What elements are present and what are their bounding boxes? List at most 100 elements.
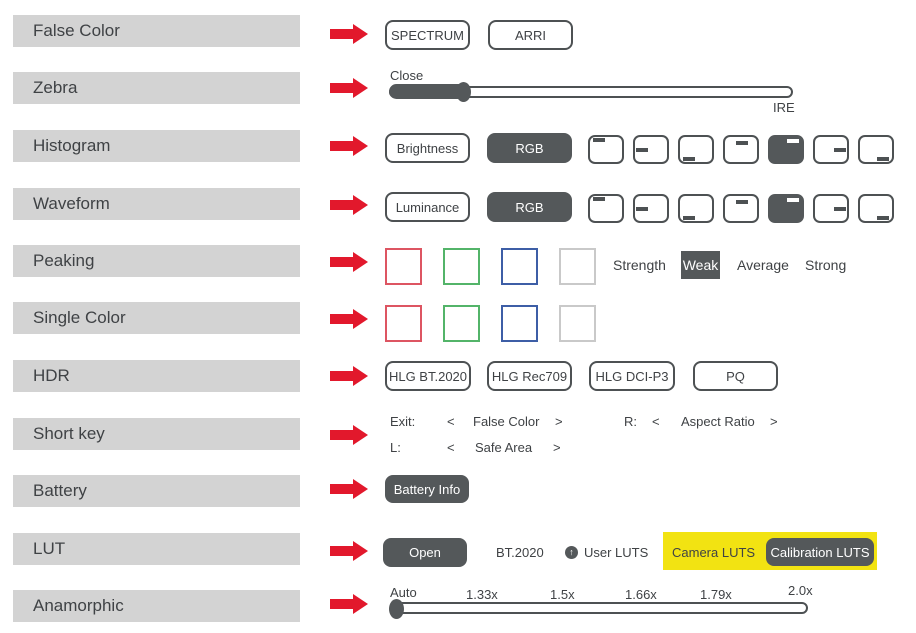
waveform-position-icon-bottom-left[interactable]: [678, 194, 714, 223]
setting-label-short-key: Short key: [13, 418, 300, 450]
dash-mark: [593, 138, 605, 142]
chevron-right-icon[interactable]: >: [770, 414, 778, 429]
waveform-position-icon-top-right-selected[interactable]: [768, 194, 804, 223]
single-color-white[interactable]: [559, 305, 596, 342]
histogram-brightness-button[interactable]: Brightness: [385, 133, 470, 163]
hdr-hlg-dcip3-button[interactable]: HLG DCI-P3: [589, 361, 675, 391]
anamorphic-slider-knob[interactable]: [389, 599, 404, 619]
pointer-arrow-icon: [330, 425, 368, 445]
chevron-left-icon[interactable]: <: [447, 440, 455, 455]
lut-calibration-luts-button[interactable]: Calibration LUTS: [766, 538, 874, 566]
shortkey-r-value: Aspect Ratio: [681, 414, 755, 429]
lut-user-luts-label[interactable]: User LUTS: [584, 545, 649, 560]
single-color-red[interactable]: [385, 305, 422, 342]
peaking-color-blue[interactable]: [501, 248, 538, 285]
histogram-position-icon-middle-left[interactable]: [633, 135, 669, 164]
lut-camera-luts-label[interactable]: Camera LUTS: [672, 545, 756, 560]
shortkey-exit-value: False Color: [473, 414, 540, 429]
setting-label-zebra: Zebra: [13, 72, 300, 104]
shortkey-exit-label: Exit:: [390, 414, 416, 429]
peaking-color-white[interactable]: [559, 248, 596, 285]
hdr-pq-button[interactable]: PQ: [693, 361, 778, 391]
dash-mark: [683, 216, 695, 220]
setting-label-single-color: Single Color: [13, 302, 300, 334]
peaking-strength-average[interactable]: Average: [737, 257, 789, 273]
chevron-right-icon[interactable]: >: [555, 414, 563, 429]
zebra-slider-fill: [389, 84, 467, 99]
dash-mark: [834, 148, 846, 152]
setting-label-histogram: Histogram: [13, 130, 300, 162]
dash-mark: [877, 157, 889, 161]
setting-label-anamorphic: Anamorphic: [13, 590, 300, 622]
anamorphic-slider-track[interactable]: [390, 602, 808, 614]
chevron-left-icon[interactable]: <: [652, 414, 660, 429]
false-color-spectrum-button[interactable]: SPECTRUM: [385, 20, 470, 50]
peaking-strength-strong[interactable]: Strong: [805, 257, 847, 273]
anamorphic-option-133[interactable]: 1.33x: [466, 587, 498, 602]
setting-label-battery: Battery: [13, 475, 300, 507]
histogram-rgb-button[interactable]: RGB: [487, 133, 572, 163]
zebra-unit-label: IRE: [773, 100, 795, 115]
anamorphic-option-179[interactable]: 1.79x: [700, 587, 732, 602]
anamorphic-option-20[interactable]: 2.0x: [788, 583, 813, 598]
histogram-position-icon-top-center[interactable]: [723, 135, 759, 164]
zebra-value-label: Close: [390, 68, 424, 83]
shortkey-r-label: R:: [624, 414, 637, 429]
histogram-position-icon-top-right-selected[interactable]: [768, 135, 804, 164]
waveform-position-icon-bottom-right[interactable]: [858, 194, 894, 223]
setting-label-lut: LUT: [13, 533, 300, 565]
single-color-green[interactable]: [443, 305, 480, 342]
setting-label-peaking: Peaking: [13, 245, 300, 277]
dash-mark: [636, 148, 648, 152]
setting-label-waveform: Waveform: [13, 188, 300, 220]
anamorphic-option-166[interactable]: 1.66x: [625, 587, 657, 602]
battery-info-button[interactable]: Battery Info: [385, 475, 469, 503]
histogram-position-icon-bottom-left[interactable]: [678, 135, 714, 164]
waveform-position-icon-middle-left[interactable]: [633, 194, 669, 223]
anamorphic-option-15[interactable]: 1.5x: [550, 587, 575, 602]
pointer-arrow-icon: [330, 195, 368, 215]
false-color-arri-button[interactable]: ARRI: [488, 20, 573, 50]
shortkey-l-value: Safe Area: [475, 440, 533, 455]
histogram-position-icon-bottom-right[interactable]: [858, 135, 894, 164]
histogram-position-icon-middle-right[interactable]: [813, 135, 849, 164]
dash-mark: [636, 207, 648, 211]
pointer-arrow-icon: [330, 479, 368, 499]
dash-mark: [736, 141, 748, 145]
setting-label-false-color: False Color: [13, 15, 300, 47]
pointer-arrow-icon: [330, 252, 368, 272]
lut-colorspace-label: BT.2020: [496, 545, 544, 560]
peaking-strength-weak-selected[interactable]: Weak: [681, 251, 720, 279]
zebra-slider-knob[interactable]: [456, 82, 471, 102]
lut-open-button[interactable]: Open: [383, 538, 467, 567]
pointer-arrow-icon: [330, 541, 368, 561]
waveform-position-icon-top-left[interactable]: [588, 194, 624, 223]
dash-mark: [593, 197, 605, 201]
waveform-luminance-button[interactable]: Luminance: [385, 192, 470, 222]
hdr-hlg-bt2020-button[interactable]: HLG BT.2020: [385, 361, 471, 391]
peaking-color-green[interactable]: [443, 248, 480, 285]
waveform-position-icon-top-center[interactable]: [723, 194, 759, 223]
dash-mark: [736, 200, 748, 204]
pointer-arrow-icon: [330, 78, 368, 98]
dash-mark: [787, 198, 799, 202]
setting-label-hdr: HDR: [13, 360, 300, 392]
chevron-right-icon[interactable]: >: [553, 440, 561, 455]
anamorphic-option-auto[interactable]: Auto: [390, 585, 417, 600]
waveform-rgb-button[interactable]: RGB: [487, 192, 572, 222]
hdr-hlg-rec709-button[interactable]: HLG Rec709: [487, 361, 572, 391]
histogram-position-icon-top-left[interactable]: [588, 135, 624, 164]
shortkey-l-label: L:: [390, 440, 401, 455]
chevron-left-icon[interactable]: <: [447, 414, 455, 429]
peaking-color-red[interactable]: [385, 248, 422, 285]
pointer-arrow-icon: [330, 24, 368, 44]
user-luts-upload-icon: ↑: [565, 546, 578, 559]
pointer-arrow-icon: [330, 594, 368, 614]
waveform-position-icon-middle-right[interactable]: [813, 194, 849, 223]
single-color-blue[interactable]: [501, 305, 538, 342]
pointer-arrow-icon: [330, 309, 368, 329]
pointer-arrow-icon: [330, 366, 368, 386]
dash-mark: [834, 207, 846, 211]
pointer-arrow-icon: [330, 136, 368, 156]
